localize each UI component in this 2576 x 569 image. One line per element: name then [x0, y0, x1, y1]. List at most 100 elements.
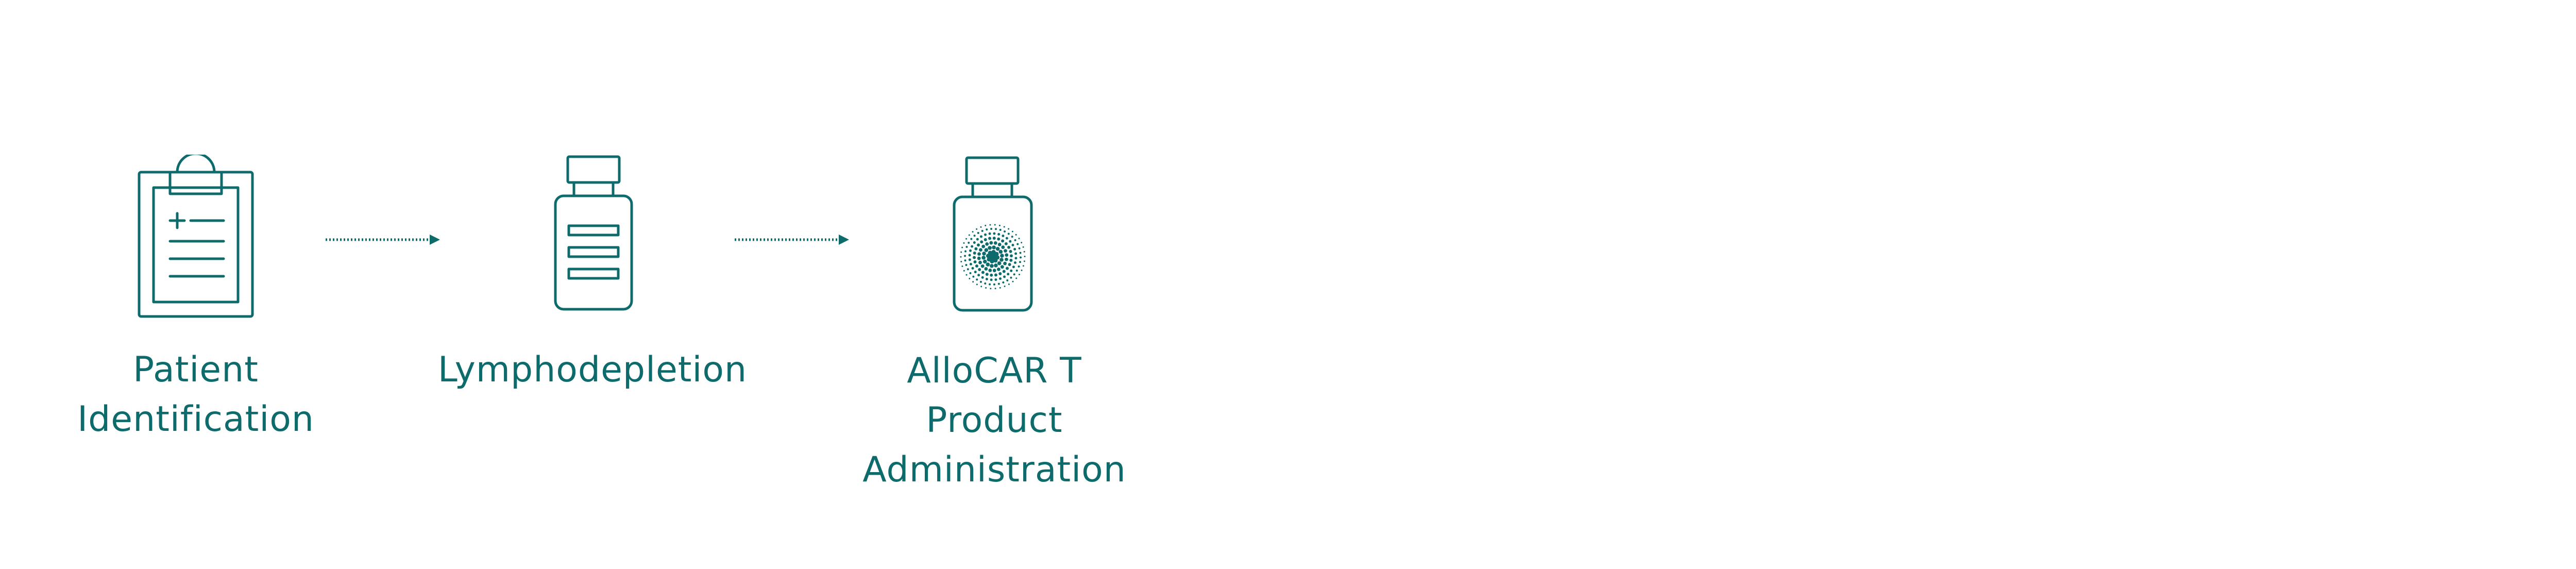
cell-dot [1007, 273, 1010, 276]
cell-dot [988, 269, 992, 272]
cell-dot [1010, 269, 1013, 272]
cell-dot [980, 286, 982, 288]
cell-dot [1013, 273, 1015, 276]
cell-dot [971, 245, 974, 248]
cell-dot [1016, 243, 1019, 245]
cell-dot [1012, 265, 1015, 269]
cell-dot [965, 246, 968, 248]
cell-dot [973, 235, 976, 237]
cell-dot [992, 245, 996, 249]
cell-dot [1001, 239, 1005, 243]
cell-dot [974, 271, 977, 274]
cell-dot [1004, 230, 1006, 233]
cell-dot [985, 273, 989, 276]
cell-dot [1008, 228, 1010, 230]
cell-dot [965, 264, 968, 266]
cell-dot [1013, 248, 1016, 250]
cell-dot [1014, 252, 1018, 255]
cell-dot [988, 237, 992, 240]
cell-dot [1018, 238, 1020, 240]
cell-dot [969, 272, 972, 274]
cell-dot [977, 256, 981, 260]
step-label-line: Patient [133, 349, 259, 390]
cell-dot [1012, 280, 1014, 282]
cell-dot [996, 267, 1001, 271]
cell-dot [998, 249, 1003, 254]
cell-dot [993, 283, 995, 286]
cell-dot [981, 276, 984, 279]
cell-dot [973, 260, 977, 264]
cell-dot [1002, 281, 1005, 284]
step-label-patient-identification: Patient Identification [57, 345, 335, 444]
cell-dot [1011, 230, 1013, 232]
cell-dot [1009, 249, 1012, 253]
cell-dot [1005, 266, 1009, 270]
cell-dot [980, 226, 982, 228]
cell-dot [972, 231, 974, 233]
cell-dot [1005, 257, 1008, 261]
cell-dot [992, 269, 996, 273]
cell-dot [988, 250, 992, 255]
cell-dot [976, 238, 979, 241]
cell-dot [1009, 254, 1013, 258]
cell-dot [973, 241, 976, 244]
cell-dot [994, 273, 997, 277]
cell-dot [973, 256, 976, 259]
cell-dot [997, 261, 1002, 265]
cell-dot [975, 264, 978, 268]
cell-dot [997, 282, 1000, 285]
cell-vial-icon [953, 156, 1033, 312]
cell-dot [964, 259, 967, 262]
cell-dot [1015, 270, 1018, 272]
cell-dot [1009, 240, 1012, 243]
cell-dot [984, 238, 987, 241]
cell-dot [989, 283, 991, 286]
cell-dot [978, 260, 982, 264]
cell-dot [1019, 252, 1022, 254]
cell-dot [990, 228, 993, 230]
cell-dot [1001, 245, 1005, 249]
cell-dot [977, 274, 980, 277]
cell-dot [994, 228, 997, 230]
cell-dot [964, 250, 967, 253]
cell-dot [969, 277, 971, 279]
cell-dot [960, 256, 962, 258]
cell-dot [1004, 249, 1007, 253]
step-label-line: Product [926, 400, 1063, 441]
cell-dot [1018, 247, 1021, 249]
cell-dot [973, 251, 976, 255]
cell-dot [1023, 250, 1025, 253]
cell-dot [965, 238, 968, 240]
cell-dot [1019, 256, 1022, 259]
cell-dot [1008, 263, 1011, 266]
cell-dot [967, 268, 969, 271]
cell-dot [997, 233, 1001, 236]
step-label-line: Administration [862, 449, 1126, 490]
cell-dot [972, 281, 974, 283]
cell-dot [993, 258, 998, 263]
cell-dot [1010, 276, 1012, 279]
cell-dot [976, 228, 978, 230]
cell-dot [1006, 279, 1009, 282]
cell-dot [984, 282, 987, 284]
cell-dot [999, 258, 1004, 262]
cell-cluster [960, 224, 1026, 290]
cell-dot [960, 261, 962, 263]
cell-dot [1005, 237, 1008, 240]
step-label-line: AlloCAR T [907, 350, 1082, 391]
cell-dot [1000, 265, 1004, 269]
step-label-line: Identification [77, 399, 314, 440]
cell-dot [985, 225, 987, 227]
cell-dot [1011, 236, 1013, 238]
cell-dot [1013, 261, 1016, 264]
cell-dot [976, 278, 978, 281]
cell-dot [969, 249, 972, 252]
cell-dot [971, 267, 974, 270]
cell-dot [985, 287, 987, 289]
cell-dot [990, 278, 993, 281]
cell-dot [969, 263, 972, 265]
cell-dot [1014, 257, 1018, 260]
cell-dot [1018, 265, 1020, 267]
cell-dot [988, 232, 991, 235]
